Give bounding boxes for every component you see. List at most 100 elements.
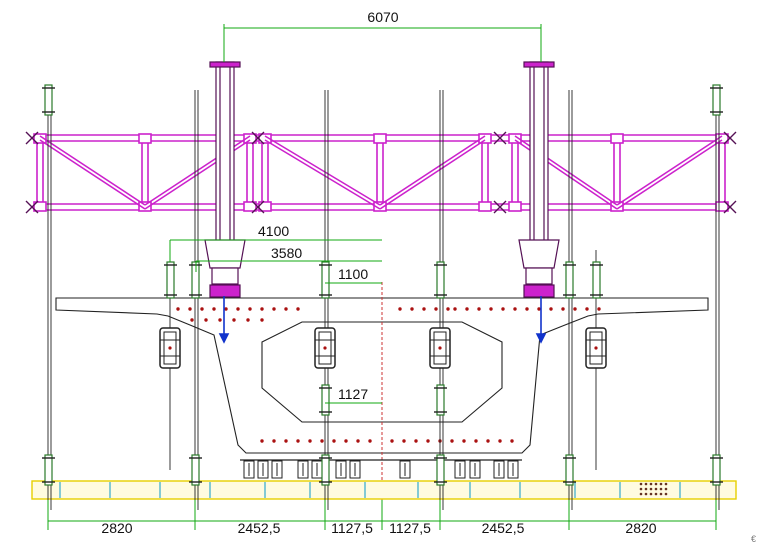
dim-top-span: 6070: [367, 9, 398, 25]
anchor-dot: [332, 439, 336, 443]
anchor-dot: [410, 307, 414, 311]
truss-node: [478, 133, 492, 144]
anchor-dot: [320, 439, 324, 443]
threaded-rod-icon: [321, 261, 330, 299]
anchor-dot: [549, 307, 553, 311]
threaded-rod-icon: [712, 454, 721, 486]
anchor-dot: [525, 307, 529, 311]
anchor-dot: [585, 307, 589, 311]
beam-bolt-dot: [659, 482, 663, 486]
beam-bolt-dot: [659, 492, 663, 496]
threaded-rod-icon: [44, 84, 53, 116]
truss-node: [508, 201, 522, 212]
main-column-right: [518, 61, 560, 298]
threaded-rod-icon: [44, 454, 53, 486]
beam-bolt-dot: [654, 487, 658, 491]
dim-bottom-5: 2452,5: [482, 520, 525, 536]
anchor-dot: [296, 439, 300, 443]
beam-bolt-dot: [664, 482, 668, 486]
threaded-rod-icon: [436, 261, 445, 299]
dim-width-inner: 3580: [271, 245, 302, 261]
truss-diagonal: [616, 135, 723, 206]
anchor-dot: [260, 307, 264, 311]
truss-node: [373, 133, 387, 144]
anchor-dot: [537, 307, 541, 311]
anchor-dot: [260, 439, 264, 443]
anchor-dot: [390, 439, 394, 443]
truss-node: [138, 201, 152, 212]
truss-diagonal: [264, 139, 381, 210]
anchor-dot: [434, 307, 438, 311]
dim-bottom-6: 2820: [625, 520, 656, 536]
truss-node: [243, 201, 257, 212]
anchor-dot: [296, 307, 300, 311]
truss-node: [33, 201, 47, 212]
bottom-formwork-blocks: [240, 459, 522, 479]
anchor-dot: [453, 307, 457, 311]
anchor-dot: [284, 307, 288, 311]
threaded-rod-icon: [191, 454, 200, 486]
beam-bolt-dot: [639, 492, 643, 496]
box-girder-section: [55, 297, 709, 454]
beam-bolt-dot: [659, 487, 663, 491]
anchor-dot: [224, 307, 228, 311]
truss-node: [138, 133, 152, 144]
truss-diagonal: [39, 139, 146, 210]
anchor-dot: [398, 307, 402, 311]
anchor-dot: [308, 439, 312, 443]
dim-offset-upper: 1100: [338, 266, 368, 282]
threaded-rod-icon: [592, 261, 601, 299]
truss-diagonal: [39, 135, 146, 206]
anchor-dot: [414, 439, 418, 443]
threaded-rod-icon: [712, 84, 721, 116]
hanger-jack-icon: [159, 327, 181, 369]
dim-width-outer: 4100: [258, 223, 289, 239]
threaded-rod-icon: [436, 384, 445, 416]
anchor-dot: [356, 439, 360, 443]
truss-diagonal: [379, 139, 486, 210]
down-arrow-icon: [218, 296, 547, 344]
beam-bolt-dot: [639, 482, 643, 486]
anchor-dot: [260, 318, 264, 322]
truss-node: [508, 133, 522, 144]
beam-bolt-dot: [649, 487, 653, 491]
bottom-rail-beam: [31, 480, 737, 500]
anchor-dot: [450, 439, 454, 443]
anchor-dot: [188, 307, 192, 311]
threaded-rod-icon: [565, 261, 574, 299]
corner-mark: €: [751, 534, 756, 544]
hanger-jack-icon: [314, 327, 336, 369]
anchor-dot: [212, 307, 216, 311]
truss-frame: [25, 131, 737, 214]
anchor-dot: [462, 439, 466, 443]
dim-offset-lower: 1127: [338, 386, 368, 402]
dim-bottom-2: 2452,5: [238, 520, 281, 536]
threaded-rod-icon: [321, 454, 330, 486]
anchor-dot: [477, 307, 481, 311]
anchor-dot: [465, 307, 469, 311]
anchor-dot: [510, 439, 514, 443]
anchor-dot: [272, 307, 276, 311]
threaded-rod-icon: [166, 261, 175, 299]
hanger-jack-group: [159, 327, 607, 369]
beam-bolt-dot: [654, 482, 658, 486]
anchor-dot: [368, 439, 372, 443]
anchor-dot: [176, 307, 180, 311]
dimension-lines: [47, 24, 717, 530]
anchor-dots: [176, 307, 601, 443]
truss-joint: [723, 131, 737, 145]
anchor-dot: [232, 318, 236, 322]
anchor-dot: [489, 307, 493, 311]
anchor-dot: [501, 307, 505, 311]
beam-bolt-dot: [644, 487, 648, 491]
beam-bolt-dot: [639, 487, 643, 491]
truss-node: [243, 133, 257, 144]
anchor-dot: [446, 307, 450, 311]
anchor-dot: [573, 307, 577, 311]
hanger-jack-icon: [585, 327, 607, 369]
dim-bottom-1: 2820: [101, 520, 132, 536]
hanger-jack-icon: [429, 327, 451, 369]
truss-joint: [251, 131, 265, 145]
truss-diagonal: [264, 135, 381, 206]
dim-bottom-3: 1127,5: [331, 520, 373, 536]
